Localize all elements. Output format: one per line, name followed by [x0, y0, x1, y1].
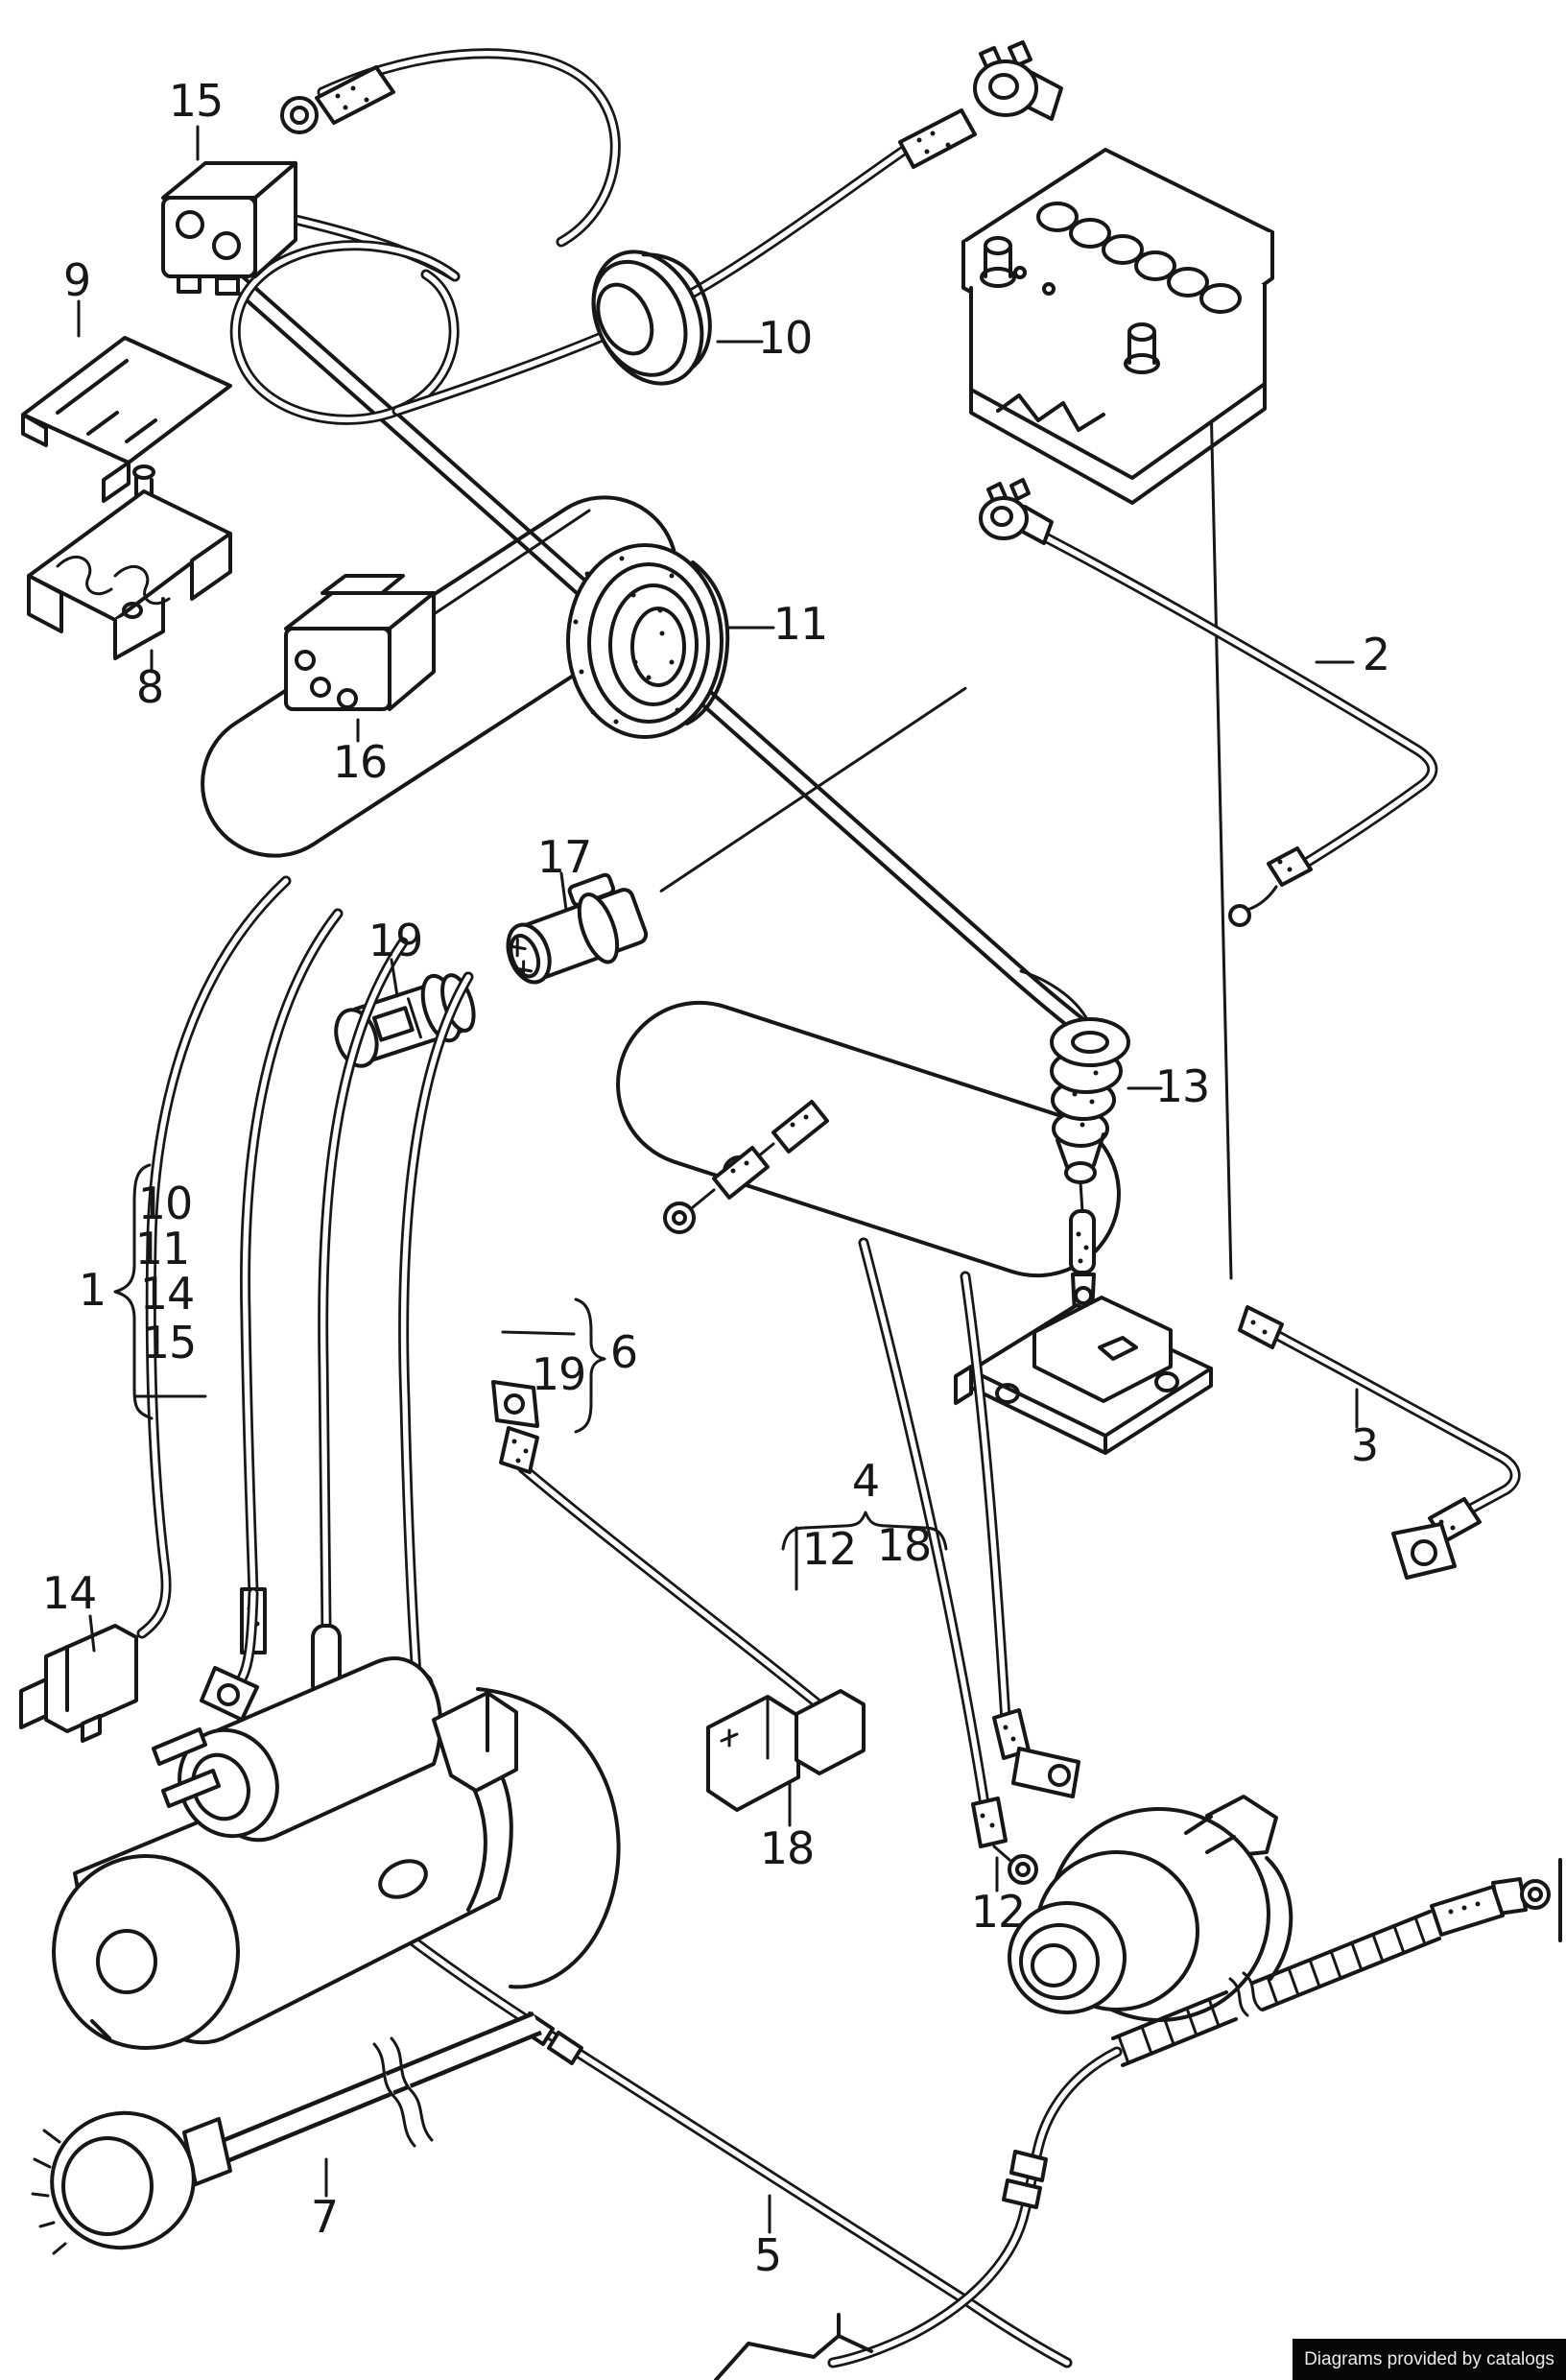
callout-3: 3	[1350, 1419, 1379, 1471]
starter-motor	[52, 1656, 621, 2050]
battery	[961, 148, 1274, 1280]
cable-ferrule	[898, 108, 977, 169]
bracket-4-brace	[781, 1511, 948, 1591]
callout-6: 6	[609, 1326, 638, 1378]
callout-14: 14	[41, 1567, 98, 1619]
bulb-socket-17	[506, 686, 967, 985]
bracket-6-brace	[501, 1297, 606, 1434]
bracket1-item-11: 11	[134, 1223, 191, 1274]
grommet-11	[566, 543, 730, 739]
callout-18-upper: 18	[876, 1519, 933, 1571]
battery-post-left	[980, 236, 1016, 288]
grommet-10	[591, 250, 712, 386]
bracket-9	[21, 336, 232, 503]
callout-17: 17	[536, 831, 593, 883]
callout-2: 2	[1362, 629, 1390, 680]
callout-5: 5	[753, 2229, 782, 2281]
connector-15	[161, 161, 297, 296]
callout-12-lower: 12	[970, 1886, 1027, 1938]
callout-leader-lines	[77, 125, 1359, 2234]
callout-1: 1	[78, 1264, 107, 1316]
callout-16: 16	[332, 736, 389, 788]
callout-19-upper: 19	[368, 915, 424, 966]
battery-post-right	[1124, 322, 1160, 374]
callout-13: 13	[1154, 1060, 1211, 1112]
strap-to-connector-18	[491, 1380, 823, 1708]
bracket-8	[27, 464, 232, 660]
connector-16	[284, 509, 591, 711]
callout-9: 9	[62, 254, 91, 306]
callout-19-lower: 19	[531, 1348, 587, 1400]
callout-15-top: 15	[168, 75, 225, 127]
callout-7: 7	[310, 2191, 339, 2243]
bracket1-item-15: 15	[141, 1317, 198, 1368]
terminal-end-1	[200, 1587, 267, 1722]
connector-18	[706, 1689, 866, 1812]
harness-loop-lower	[616, 1000, 1121, 1278]
inline-crimp-terminal-2	[663, 1146, 770, 1234]
callout-11-grommet: 11	[772, 598, 829, 650]
callout-18-lower: 18	[759, 1822, 816, 1874]
cable-7	[31, 2023, 537, 2255]
alternator	[1008, 1795, 1293, 2022]
clamp-2	[979, 478, 1054, 545]
ground-cable-2	[979, 478, 1433, 927]
callout-10-grommet: 10	[757, 312, 814, 364]
starter-solenoid	[152, 1656, 443, 1843]
connector-14	[19, 1624, 138, 1743]
wire-to-spade-terminal	[965, 1276, 1080, 1798]
callout-8: 8	[135, 661, 164, 713]
bracket1-item-10: 10	[137, 1178, 194, 1229]
ground-strap-3	[1238, 1305, 1515, 1580]
callout-4: 4	[851, 1455, 880, 1507]
watermark-badge: Diagrams provided by catalogs parts	[1293, 2339, 1566, 2380]
callout-12-upper: 12	[801, 1523, 858, 1575]
wire-to-terminal-12	[864, 1243, 1038, 1885]
boot-13-assembly	[1019, 969, 1130, 1317]
battery-clamp-icon	[973, 40, 1063, 121]
ring-terminal-top	[280, 65, 395, 134]
corrugated-cable	[714, 1858, 1562, 2380]
bracket1-item-14: 14	[139, 1268, 196, 1320]
bracket-1-brace	[113, 1163, 207, 1420]
relay-bracket	[954, 1296, 1213, 1455]
